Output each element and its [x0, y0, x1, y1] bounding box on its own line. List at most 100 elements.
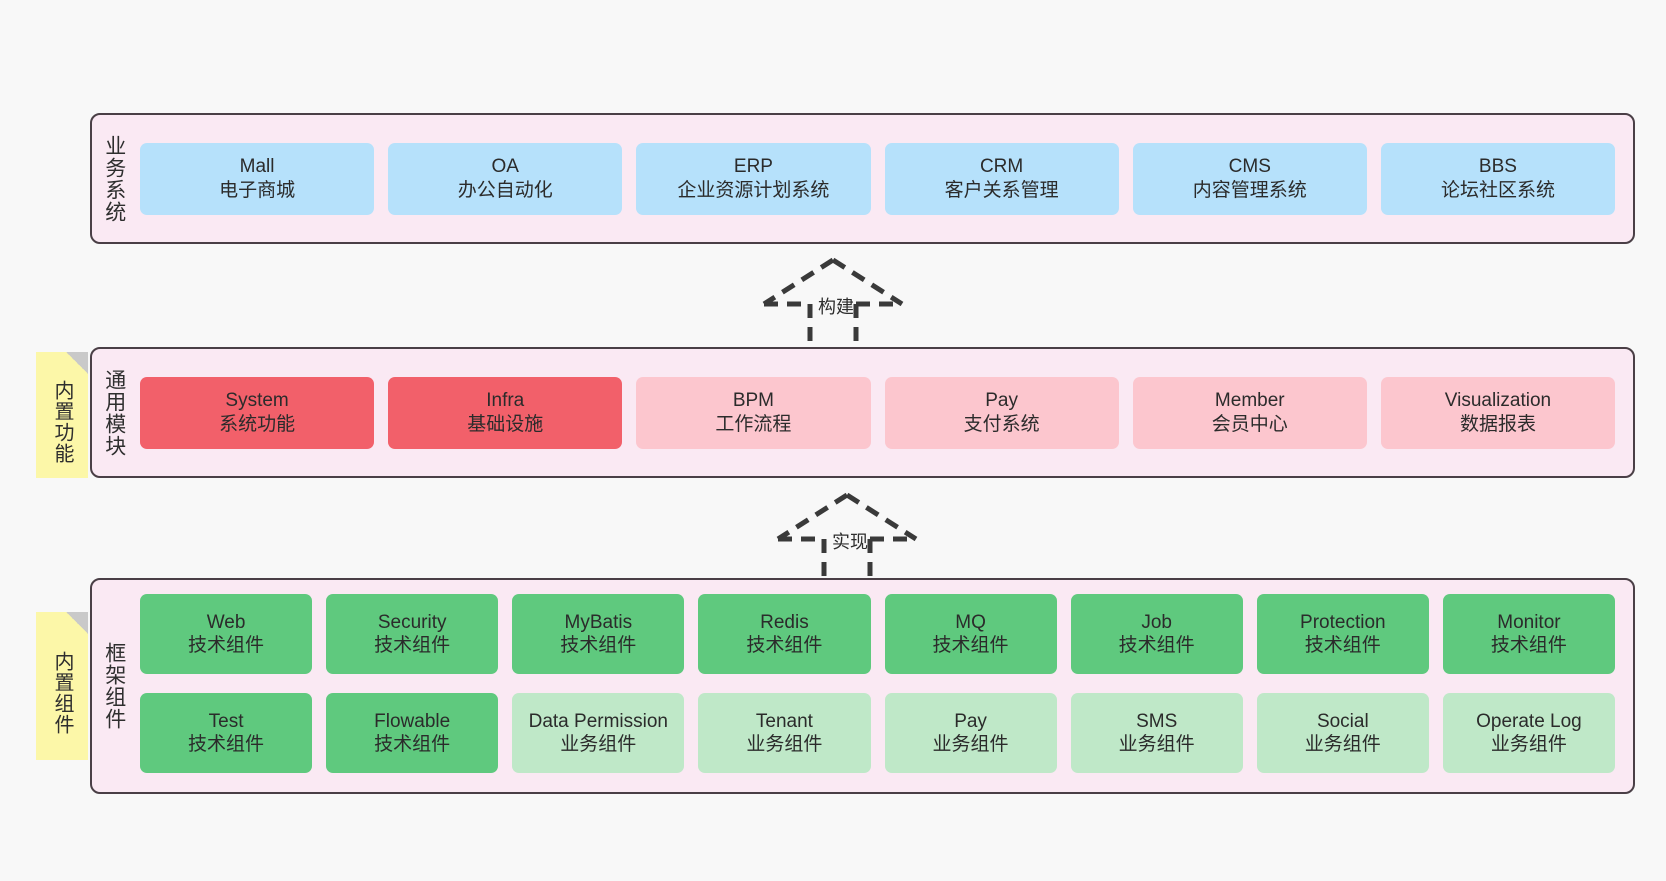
node-subtitle: 会员中心 — [1211, 413, 1288, 435]
node-tenant[interactable]: Tenant 业务组件 — [698, 693, 871, 773]
layer-business-systems-body: Mall 电子商城 OA 办公自动化 ERP 企业资源计划系统 CRM 客户关系… — [136, 115, 1633, 242]
node-oa[interactable]: OA 办公自动化 — [388, 142, 623, 215]
node-subtitle: 业务组件 — [932, 734, 1009, 755]
node-bpm[interactable]: BPM 工作流程 — [636, 376, 871, 449]
node-title: Monitor — [1497, 611, 1561, 633]
node-title: BBS — [1478, 156, 1517, 178]
node-title: OA — [491, 156, 519, 178]
node-subtitle: 业务组件 — [1118, 734, 1195, 755]
node-mq[interactable]: MQ 技术组件 — [884, 594, 1057, 674]
node-mall[interactable]: Mall 电子商城 — [140, 142, 375, 215]
connector-implement-arrow: 实现 — [772, 491, 922, 581]
node-web[interactable]: Web 技术组件 — [140, 594, 313, 674]
node-member[interactable]: Member 会员中心 — [1132, 376, 1367, 449]
node-title: Mall — [239, 156, 275, 178]
node-pay-business[interactable]: Pay 业务组件 — [884, 693, 1057, 773]
node-operate-log[interactable]: Operate Log 业务组件 — [1442, 693, 1615, 773]
node-job[interactable]: Job 技术组件 — [1070, 594, 1243, 674]
layer-common-modules-body: System 系统功能 Infra 基础设施 BPM 工作流程 Pay 支付系统… — [136, 349, 1633, 476]
node-erp[interactable]: ERP 企业资源计划系统 — [636, 142, 871, 215]
note-fold-corner-icon — [66, 352, 88, 374]
node-subtitle: 论坛社区系统 — [1440, 179, 1555, 201]
connector-build-label: 构建 — [818, 297, 854, 317]
layer-business-systems[interactable]: 业务系统 Mall 电子商城 OA 办公自动化 ERP 企业资源计划系统 CRM… — [90, 113, 1635, 244]
connector-build-arrow: 构建 — [758, 256, 908, 346]
node-title: Data Permission — [528, 710, 668, 732]
node-row: Web 技术组件 Security 技术组件 MyBatis 技术组件 Redi… — [140, 594, 1615, 679]
connector-implement-label: 实现 — [832, 532, 868, 552]
node-monitor[interactable]: Monitor 技术组件 — [1442, 594, 1615, 674]
node-subtitle: 业务组件 — [746, 734, 823, 755]
node-title: Security — [377, 611, 447, 633]
layer-framework-components[interactable]: 框架组件 Web 技术组件 Security 技术组件 MyBatis 技术组件… — [90, 578, 1635, 794]
node-infra[interactable]: Infra 基础设施 — [388, 376, 623, 449]
node-protection[interactable]: Protection 技术组件 — [1256, 594, 1429, 674]
node-subtitle: 技术组件 — [374, 734, 451, 755]
node-flowable[interactable]: Flowable 技术组件 — [326, 693, 499, 773]
node-title: Pay — [954, 710, 987, 732]
node-security[interactable]: Security 技术组件 — [326, 594, 499, 674]
node-title: MQ — [955, 611, 986, 633]
node-subtitle: 企业资源计划系统 — [677, 179, 830, 201]
node-row: Mall 电子商城 OA 办公自动化 ERP 企业资源计划系统 CRM 客户关系… — [140, 142, 1616, 215]
node-title: Social — [1316, 710, 1369, 732]
node-bbs[interactable]: BBS 论坛社区系统 — [1380, 142, 1616, 215]
node-social[interactable]: Social 业务组件 — [1256, 693, 1429, 773]
node-title: Operate Log — [1476, 710, 1582, 732]
node-row: Test 技术组件 Flowable 技术组件 Data Permission … — [140, 693, 1615, 778]
node-title: Job — [1141, 611, 1172, 633]
node-row: System 系统功能 Infra 基础设施 BPM 工作流程 Pay 支付系统… — [140, 376, 1616, 449]
node-subtitle: 基础设施 — [467, 413, 544, 435]
node-title: Pay — [985, 390, 1018, 412]
node-title: Web — [206, 611, 246, 633]
node-subtitle: 技术组件 — [560, 635, 637, 656]
node-subtitle: 业务组件 — [1304, 734, 1381, 755]
node-visualization[interactable]: Visualization 数据报表 — [1380, 376, 1616, 449]
node-subtitle: 业务组件 — [560, 734, 637, 755]
node-subtitle: 技术组件 — [188, 635, 265, 656]
node-cms[interactable]: CMS 内容管理系统 — [1132, 142, 1367, 215]
node-title: BPM — [732, 390, 775, 412]
node-title: CRM — [979, 156, 1024, 178]
node-title: System — [225, 390, 289, 412]
node-subtitle: 客户关系管理 — [944, 179, 1059, 201]
node-crm[interactable]: CRM 客户关系管理 — [884, 142, 1119, 215]
node-title: Member — [1214, 390, 1285, 412]
node-subtitle: 系统功能 — [219, 413, 296, 435]
node-title: Protection — [1300, 611, 1386, 633]
node-subtitle: 技术组件 — [1304, 635, 1381, 656]
node-subtitle: 技术组件 — [932, 635, 1009, 656]
node-subtitle: 数据报表 — [1459, 413, 1536, 435]
node-subtitle: 技术组件 — [1118, 635, 1195, 656]
note-builtin-functions-label: 内置功能 — [51, 380, 73, 464]
node-title: MyBatis — [564, 611, 633, 633]
layer-common-modules-title: 通用模块 — [102, 368, 126, 457]
node-title: Test — [208, 710, 244, 732]
node-pay[interactable]: Pay 支付系统 — [884, 376, 1119, 449]
node-title: Redis — [760, 611, 809, 633]
node-title: CMS — [1228, 156, 1271, 178]
node-subtitle: 工作流程 — [715, 413, 792, 435]
node-title: SMS — [1136, 710, 1178, 732]
layer-business-systems-title: 业务系统 — [102, 134, 126, 223]
node-mybatis[interactable]: MyBatis 技术组件 — [512, 594, 685, 674]
node-title: ERP — [733, 156, 773, 178]
node-subtitle: 支付系统 — [963, 413, 1040, 435]
node-subtitle: 技术组件 — [374, 635, 451, 656]
node-redis[interactable]: Redis 技术组件 — [698, 594, 871, 674]
node-sms[interactable]: SMS 业务组件 — [1070, 693, 1243, 773]
note-builtin-functions: 内置功能 — [36, 352, 88, 478]
node-subtitle: 内容管理系统 — [1192, 179, 1307, 201]
node-test[interactable]: Test 技术组件 — [140, 693, 313, 773]
layer-framework-components-title: 框架组件 — [102, 642, 126, 730]
node-title: Visualization — [1444, 390, 1552, 412]
note-fold-corner-icon — [66, 612, 88, 634]
node-subtitle: 技术组件 — [1490, 635, 1567, 656]
layer-common-modules[interactable]: 通用模块 System 系统功能 Infra 基础设施 BPM 工作流程 Pay… — [90, 347, 1635, 478]
node-system[interactable]: System 系统功能 — [140, 376, 375, 449]
note-builtin-components: 内置组件 — [36, 612, 88, 760]
layer-framework-components-body: Web 技术组件 Security 技术组件 MyBatis 技术组件 Redi… — [136, 580, 1633, 792]
node-subtitle: 电子商城 — [219, 179, 296, 201]
node-data-permission[interactable]: Data Permission 业务组件 — [512, 693, 685, 773]
